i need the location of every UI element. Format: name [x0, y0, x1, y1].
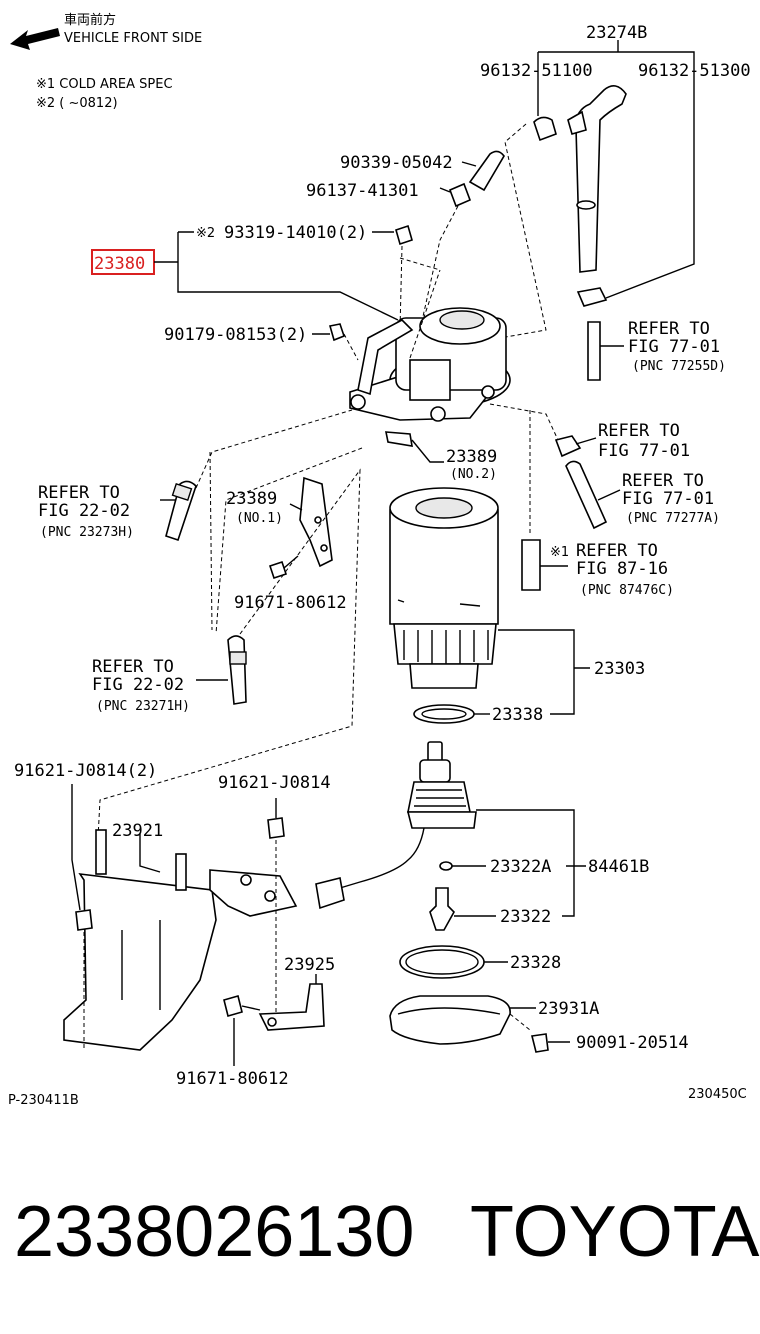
ref-22-02a-line1: REFER TO — [38, 483, 120, 503]
label-23389-no2-sub: (NO.2) — [450, 467, 497, 482]
bracket-23389-no1-drawing — [209, 447, 363, 635]
label-96132-51100: 96132-51100 — [480, 61, 593, 81]
label-23389-no1-sub: (NO.1) — [236, 511, 283, 526]
sensor-84461B-drawing — [315, 741, 586, 931]
ref-77-01c-line3: (PNC 77277A) — [626, 511, 720, 526]
label-mark2: ※2 — [196, 226, 215, 241]
filter-element-23303-drawing — [389, 487, 590, 724]
label-23322A: 23322A — [490, 857, 551, 877]
label-90179-08153: 90179-08153(2) — [164, 325, 307, 345]
label-23389-no1: 23389 — [226, 489, 277, 509]
label-96137-41301: 96137-41301 — [306, 181, 419, 201]
hose-23271H-drawing — [97, 468, 361, 839]
ref-87-16-line2: FIG 87-16 — [576, 559, 668, 579]
note-date-range: ※2 ( ~0812) — [36, 96, 118, 111]
label-23274B: 23274B — [586, 23, 647, 43]
ref-22-02a-line3: (PNC 23273H) — [40, 525, 134, 540]
note-cold-area: ※1 COLD AREA SPEC — [36, 77, 173, 92]
filter-head-23380-drawing — [91, 231, 511, 422]
ref-77-01a-line2: FIG 77-01 — [628, 337, 720, 357]
direction-jp: 車両前方 — [64, 12, 116, 28]
label-84461B: 84461B — [588, 857, 649, 877]
ref-77-01a-line3: (PNC 77255D) — [632, 359, 726, 374]
label-91671-80612-a: 91671-80612 — [234, 593, 347, 613]
label-23389-no2: 23389 — [446, 447, 497, 467]
label-23921: 23921 — [112, 821, 163, 841]
direction-en: VEHICLE FRONT SIDE — [64, 31, 202, 46]
label-23322: 23322 — [500, 907, 551, 927]
ref-77-01b-line1: REFER TO — [598, 421, 680, 441]
ref-87-16-line3: (PNC 87476C) — [580, 583, 674, 598]
hose-23273H-drawing — [160, 409, 353, 542]
ref-77-01b-line2: FIG 77-01 — [598, 441, 690, 461]
ref-77-01c-line2: FIG 77-01 — [622, 489, 714, 509]
label-mark1: ※1 — [550, 545, 569, 560]
ref-87-16-line1: REFER TO — [576, 541, 658, 561]
label-23338: 23338 — [492, 705, 543, 725]
bracket-23921-drawing — [63, 784, 298, 1051]
label-23303: 23303 — [594, 659, 645, 679]
label-91621-J0814-2: 91621-J0814(2) — [14, 761, 157, 781]
ref-77-01a-line1: REFER TO — [628, 319, 710, 339]
label-23328: 23328 — [510, 953, 561, 973]
ref-22-02b-line3: (PNC 23271H) — [96, 699, 190, 714]
front-direction-arrow-icon — [10, 28, 60, 50]
label-23925: 23925 — [284, 955, 335, 975]
footer-brand: TOYOTA — [470, 1192, 759, 1272]
ref-22-02b-line1: REFER TO — [92, 657, 174, 677]
label-96132-51300: 96132-51300 — [638, 61, 751, 81]
figure-code-left: P-230411B — [8, 1093, 79, 1108]
bracket-23925-drawing — [223, 974, 325, 1066]
label-90339-05042: 90339-05042 — [340, 153, 453, 173]
label-91671-80612-b: 91671-80612 — [176, 1069, 289, 1089]
ref-22-02b-line2: FIG 22-02 — [92, 675, 184, 695]
label-23380[interactable]: 23380 — [94, 254, 145, 274]
label-23931A: 23931A — [538, 999, 599, 1019]
pipe-90339-drawing — [372, 150, 505, 331]
o-ring-23328-drawing — [399, 945, 508, 979]
figure-code-right: 230450C — [688, 1087, 747, 1102]
footer-part-number: 2338026130 — [14, 1192, 414, 1272]
label-93319-14010: 93319-14010(2) — [224, 223, 367, 243]
hose-23274B-drawing — [499, 40, 695, 339]
label-91621-J0814: 91621-J0814 — [218, 773, 331, 793]
ref-22-02a-line2: FIG 22-02 — [38, 501, 130, 521]
bracket-23389-no2-drawing — [385, 431, 444, 463]
ref-77-01c-line1: REFER TO — [622, 471, 704, 491]
retainer-23931A-drawing — [389, 995, 570, 1053]
refer-parts-right-drawing — [489, 321, 624, 591]
label-90091-20514: 90091-20514 — [576, 1033, 689, 1053]
